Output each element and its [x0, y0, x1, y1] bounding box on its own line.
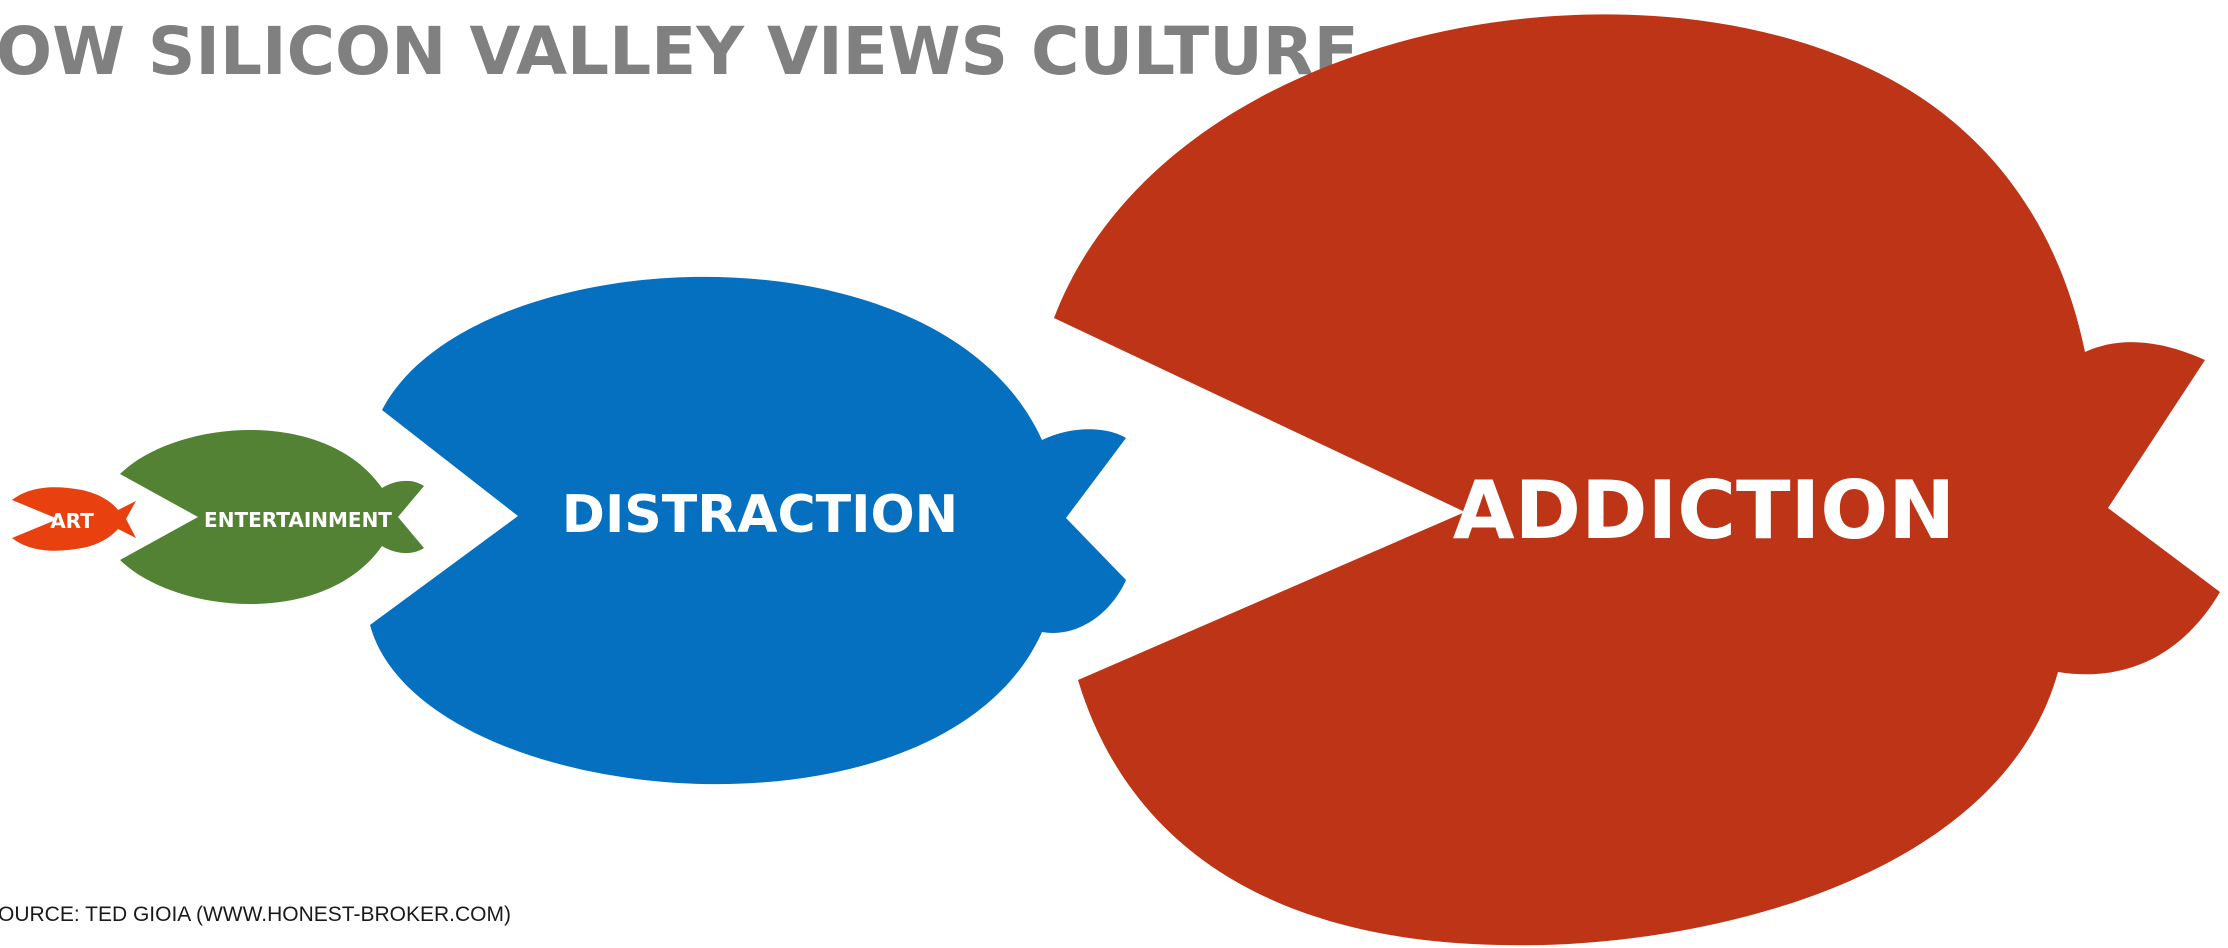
fish-distraction-label: DISTRACTION: [562, 485, 958, 545]
page-title: OW SILICON VALLEY VIEWS CULTURE: [0, 13, 1359, 90]
fish-entertainment-body: [120, 430, 424, 604]
fish-distraction: DISTRACTION: [370, 276, 1126, 785]
fish-distraction-body: [370, 276, 1126, 785]
fish-entertainment-label: ENTERTAINMENT: [204, 508, 392, 532]
fish-entertainment: ENTERTAINMENT: [120, 430, 424, 604]
fish-addiction-label: ADDICTION: [1453, 464, 1956, 557]
source-note: OURCE: TED GIOIA (WWW.HONEST-BROKER.COM): [0, 903, 511, 926]
fish-addiction: ADDICTION: [1054, 14, 2220, 946]
fish-art-label: ART: [50, 509, 94, 533]
fish-art-body: [12, 487, 136, 551]
fish-addiction-body: [1054, 14, 2220, 946]
fish-art: ART: [12, 487, 136, 551]
